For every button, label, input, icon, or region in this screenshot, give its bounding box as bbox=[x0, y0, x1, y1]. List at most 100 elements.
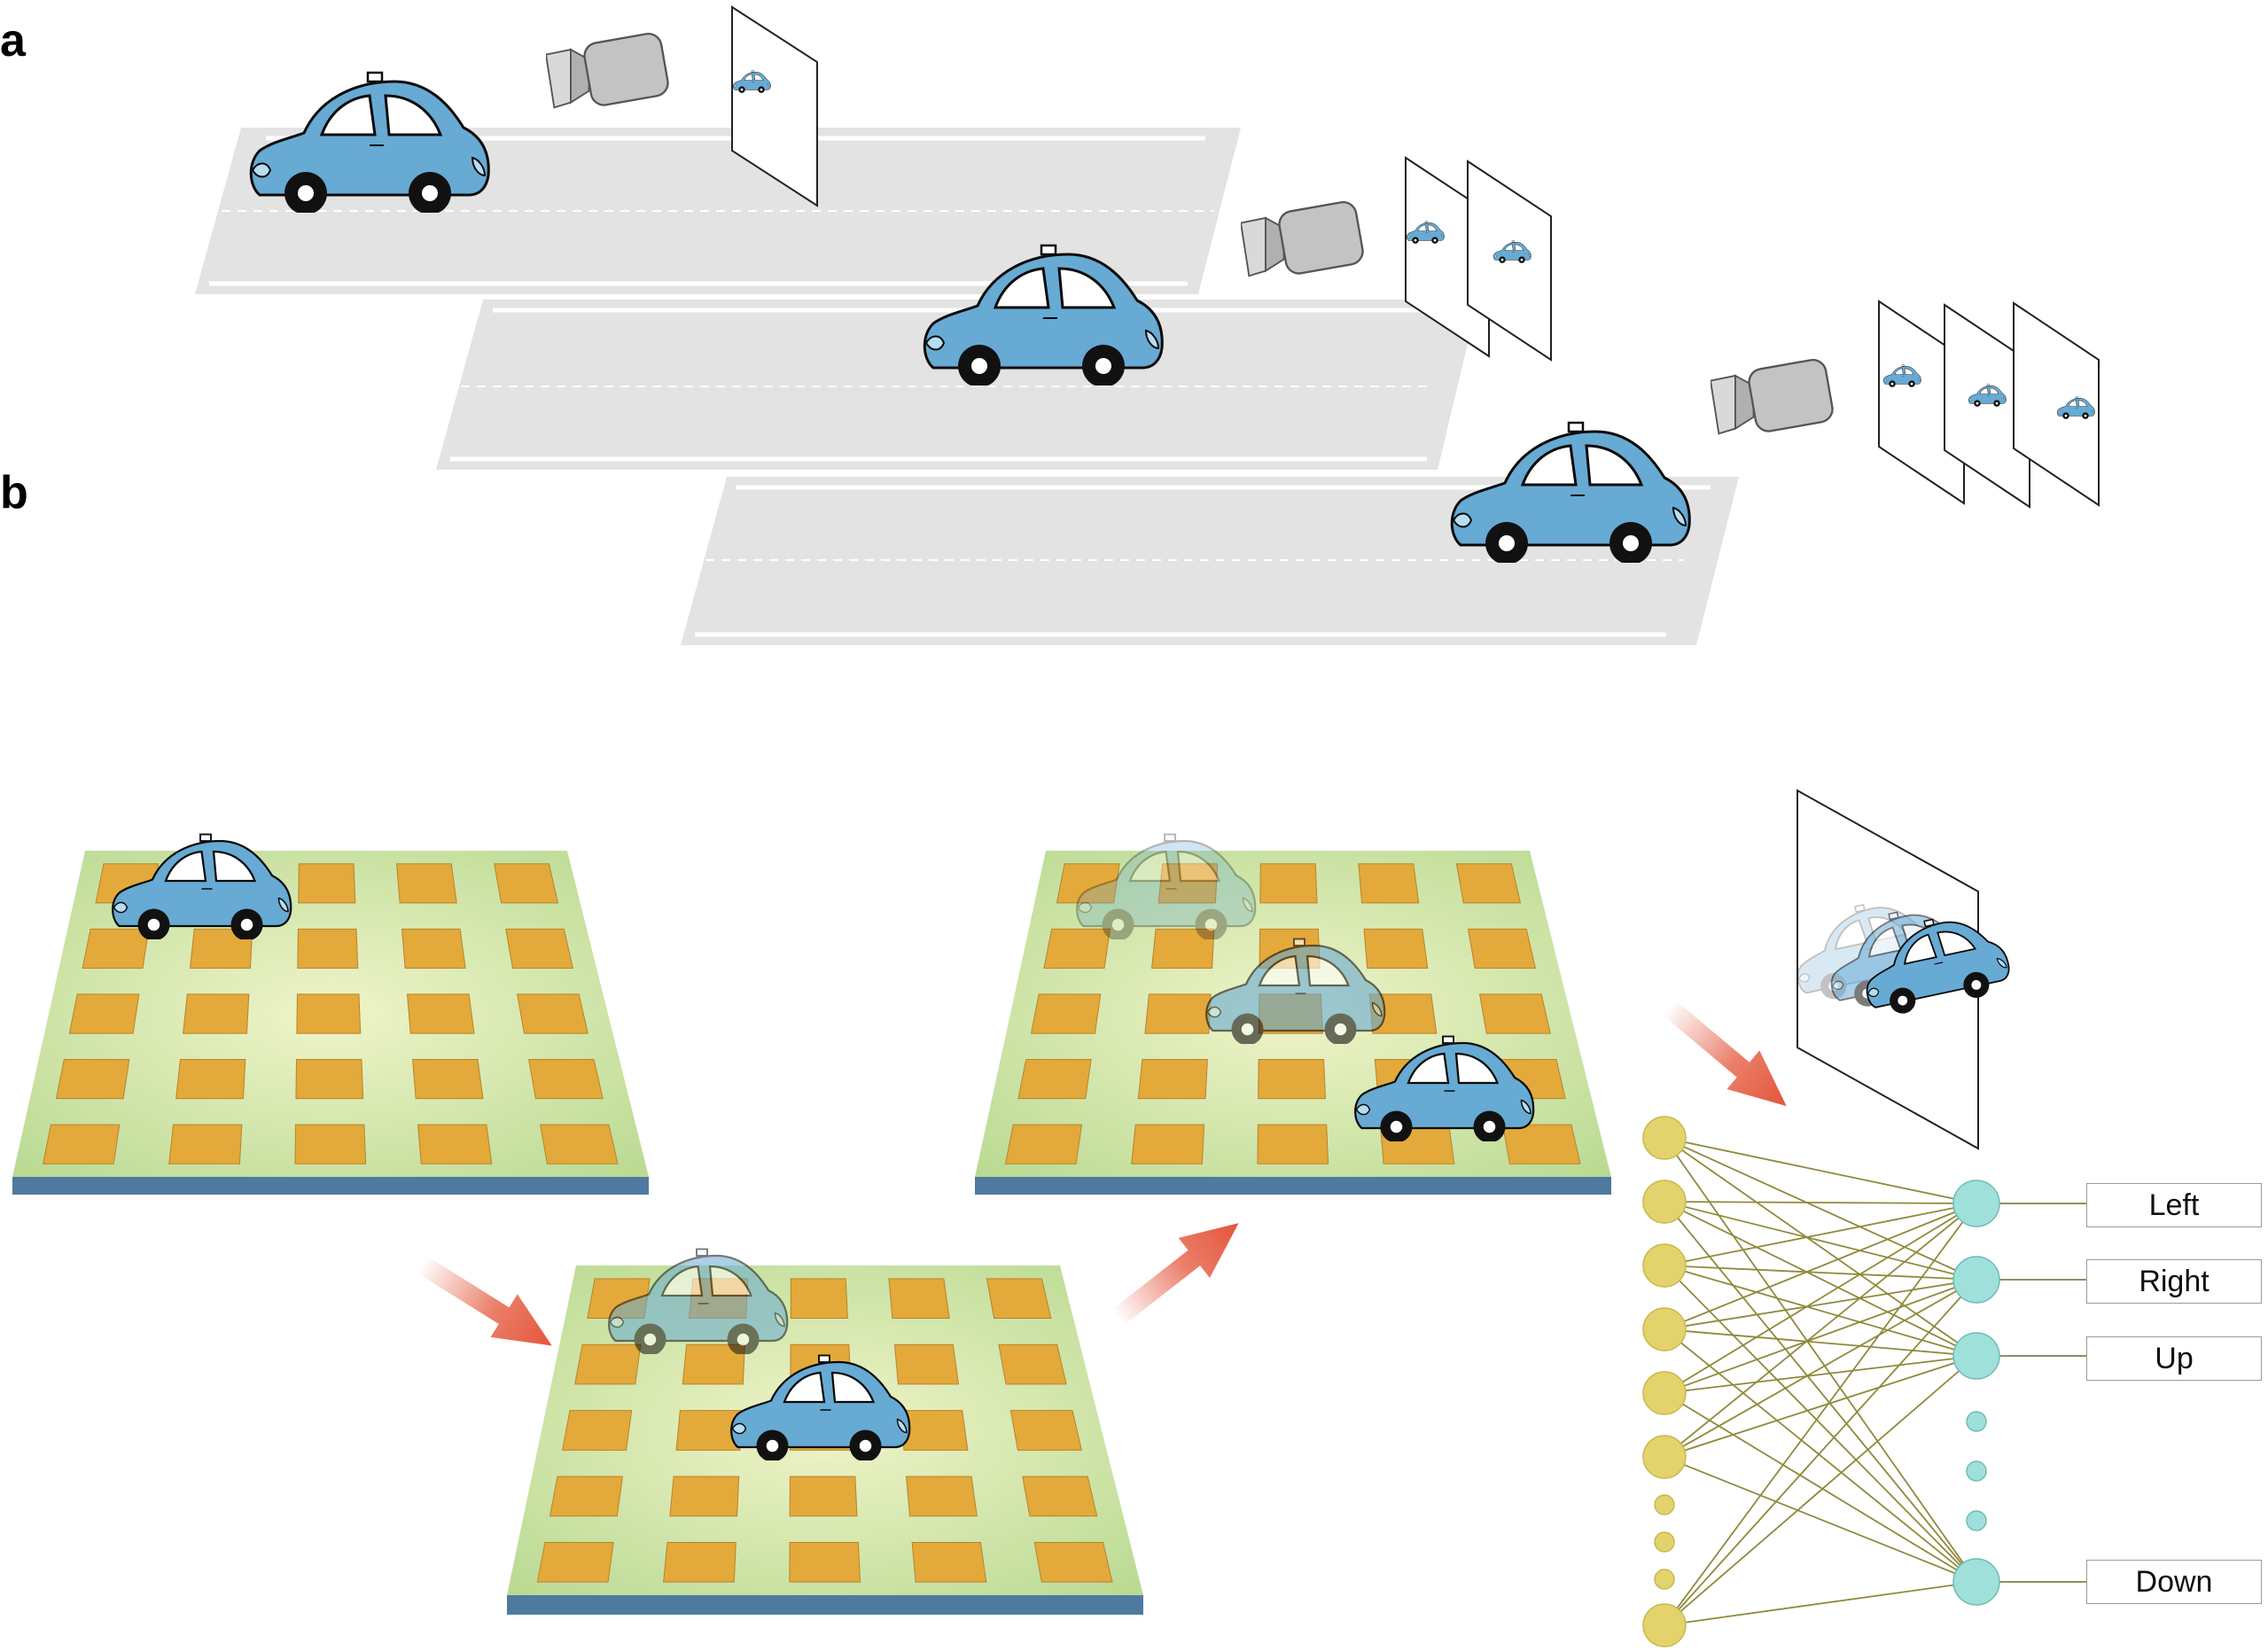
connection bbox=[1664, 1279, 1977, 1330]
pixel bbox=[1004, 1124, 1083, 1164]
pixel bbox=[298, 863, 356, 904]
connection bbox=[1664, 1328, 1977, 1583]
pixel bbox=[1144, 993, 1212, 1034]
pixel bbox=[1009, 1410, 1083, 1451]
connection bbox=[1664, 1203, 1977, 1266]
pixel bbox=[789, 1541, 861, 1583]
connection bbox=[1664, 1279, 1977, 1394]
input-neuron bbox=[1642, 1116, 1687, 1160]
connection bbox=[1664, 1456, 1977, 1583]
connection bbox=[1664, 1279, 1977, 1626]
pixel bbox=[68, 993, 140, 1034]
pixel bbox=[1017, 1059, 1092, 1100]
connection bbox=[1664, 1137, 1977, 1204]
pixel bbox=[175, 1059, 246, 1100]
pixel bbox=[1258, 1059, 1326, 1100]
pixel bbox=[663, 1541, 737, 1583]
connection bbox=[1664, 1265, 1977, 1357]
output-neuron bbox=[1952, 1558, 2000, 1606]
pixel bbox=[82, 928, 150, 969]
frame-icon bbox=[1784, 789, 2015, 1150]
pixel bbox=[412, 1059, 484, 1100]
pixel bbox=[1455, 863, 1522, 904]
pixel bbox=[55, 1059, 130, 1100]
output-neuron bbox=[1952, 1256, 2000, 1304]
arrow-icon bbox=[1102, 1203, 1255, 1338]
input-neuron bbox=[1642, 1435, 1687, 1479]
pixel bbox=[401, 928, 466, 969]
pixel bbox=[675, 1410, 743, 1451]
pixel bbox=[789, 1476, 858, 1517]
pixel bbox=[1501, 1124, 1581, 1164]
pixel bbox=[1478, 993, 1551, 1034]
pixel bbox=[1043, 928, 1111, 969]
input-neuron bbox=[1654, 1531, 1675, 1553]
output-neuron bbox=[1952, 1180, 2000, 1227]
road-2 bbox=[436, 300, 1478, 470]
output-label-down: Down bbox=[2086, 1560, 2262, 1604]
frame-icon bbox=[1467, 160, 1552, 362]
connection bbox=[1664, 1203, 1977, 1626]
output-neuron bbox=[1966, 1460, 1987, 1482]
car-icon bbox=[1450, 421, 1691, 563]
camera-icon bbox=[1241, 199, 1365, 277]
pixel bbox=[297, 928, 359, 969]
frame-icon bbox=[1944, 303, 2030, 509]
pixel bbox=[1131, 1124, 1205, 1164]
pixel bbox=[505, 928, 574, 969]
connection bbox=[1664, 1201, 1977, 1281]
connection bbox=[1664, 1201, 1977, 1583]
input-neuron bbox=[1642, 1371, 1687, 1415]
car-icon bbox=[1075, 833, 1257, 939]
pixel bbox=[561, 1410, 633, 1451]
pixel bbox=[294, 1124, 367, 1164]
pixel bbox=[1137, 1059, 1208, 1100]
pixel-board-1 bbox=[12, 851, 649, 1195]
pixel bbox=[888, 1278, 950, 1320]
input-neuron bbox=[1654, 1494, 1675, 1515]
pixel bbox=[1022, 1476, 1098, 1517]
pixel bbox=[1259, 863, 1318, 904]
pixel bbox=[574, 1343, 642, 1385]
pixel bbox=[1150, 928, 1215, 969]
pixel bbox=[528, 1059, 604, 1100]
output-neuron bbox=[1952, 1332, 2000, 1380]
pixel bbox=[986, 1278, 1052, 1320]
connection bbox=[1664, 1355, 1977, 1394]
input-neuron bbox=[1642, 1603, 1687, 1647]
camera-icon bbox=[1711, 356, 1835, 435]
connection bbox=[1664, 1201, 1977, 1357]
output-neuron bbox=[1966, 1411, 1987, 1432]
pixel bbox=[407, 993, 475, 1034]
connection bbox=[1664, 1203, 1977, 1394]
connection bbox=[1664, 1203, 1977, 1458]
pixel bbox=[540, 1124, 619, 1164]
pixel bbox=[536, 1541, 614, 1583]
pixel bbox=[998, 1343, 1067, 1385]
pixel bbox=[1467, 928, 1536, 969]
pixel bbox=[1358, 863, 1420, 904]
arrow-icon bbox=[408, 1242, 565, 1367]
pixel bbox=[682, 1343, 745, 1385]
panel-a bbox=[195, 5, 2100, 645]
pixel bbox=[669, 1476, 740, 1517]
pixel bbox=[395, 863, 457, 904]
connection bbox=[1664, 1279, 1977, 1458]
arrow-icon bbox=[1652, 987, 1804, 1126]
connection bbox=[1664, 1355, 1977, 1626]
pixel bbox=[790, 1278, 848, 1320]
frame-icon bbox=[731, 5, 818, 207]
pixel bbox=[296, 993, 362, 1034]
car-icon bbox=[249, 71, 490, 213]
panel-b bbox=[12, 789, 2086, 1647]
panel-label-a: a bbox=[0, 15, 26, 66]
pixel bbox=[906, 1476, 978, 1517]
pixel bbox=[900, 1410, 969, 1451]
input-neuron bbox=[1642, 1243, 1687, 1288]
pixel bbox=[1363, 928, 1429, 969]
frame-icon bbox=[2013, 301, 2100, 507]
pixel bbox=[549, 1476, 624, 1517]
connection bbox=[1664, 1137, 1977, 1281]
connection bbox=[1664, 1137, 1977, 1583]
